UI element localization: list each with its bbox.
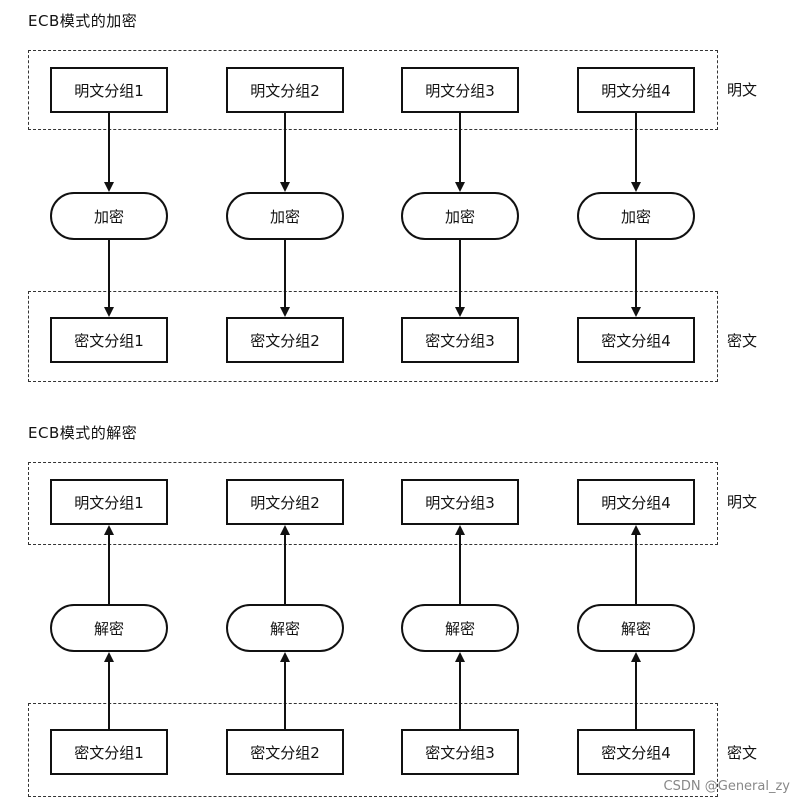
decrypt-ciphertext-block-3: 密文分组3 bbox=[401, 729, 519, 775]
decrypt-op-1: 解密 bbox=[50, 604, 168, 652]
decrypt-ciphertext-block-4: 密文分组4 bbox=[577, 729, 695, 775]
decrypt-plaintext-label: 明文 bbox=[727, 493, 758, 511]
encrypt-op-1: 加密 bbox=[50, 192, 168, 240]
encrypt-ciphertext-frame bbox=[28, 291, 718, 382]
decrypt-ciphertext-label: 密文 bbox=[727, 744, 758, 762]
encrypt-op-2: 加密 bbox=[226, 192, 344, 240]
encrypt-plaintext-block-2: 明文分组2 bbox=[226, 67, 344, 113]
encrypt-op-3: 加密 bbox=[401, 192, 519, 240]
decrypt-plaintext-block-4: 明文分组4 bbox=[577, 479, 695, 525]
decrypt-op-3: 解密 bbox=[401, 604, 519, 652]
decrypt-plaintext-block-3: 明文分组3 bbox=[401, 479, 519, 525]
encrypt-plaintext-frame bbox=[28, 50, 718, 130]
encrypt-title: ECB模式的加密 bbox=[28, 12, 138, 30]
decrypt-title: ECB模式的解密 bbox=[28, 424, 138, 442]
decrypt-ciphertext-frame bbox=[28, 703, 718, 797]
decrypt-plaintext-frame bbox=[28, 462, 718, 545]
encrypt-plaintext-label: 明文 bbox=[727, 81, 758, 99]
encrypt-ciphertext-label: 密文 bbox=[727, 332, 758, 350]
decrypt-ciphertext-block-1: 密文分组1 bbox=[50, 729, 168, 775]
decrypt-op-4: 解密 bbox=[577, 604, 695, 652]
encrypt-op-4: 加密 bbox=[577, 192, 695, 240]
encrypt-plaintext-block-1: 明文分组1 bbox=[50, 67, 168, 113]
encrypt-ciphertext-block-1: 密文分组1 bbox=[50, 317, 168, 363]
decrypt-plaintext-block-1: 明文分组1 bbox=[50, 479, 168, 525]
decrypt-ciphertext-block-2: 密文分组2 bbox=[226, 729, 344, 775]
watermark: CSDN @General_zy bbox=[663, 779, 790, 794]
encrypt-plaintext-block-4: 明文分组4 bbox=[577, 67, 695, 113]
encrypt-ciphertext-block-3: 密文分组3 bbox=[401, 317, 519, 363]
encrypt-ciphertext-block-2: 密文分组2 bbox=[226, 317, 344, 363]
decrypt-plaintext-block-2: 明文分组2 bbox=[226, 479, 344, 525]
encrypt-plaintext-block-3: 明文分组3 bbox=[401, 67, 519, 113]
encrypt-ciphertext-block-4: 密文分组4 bbox=[577, 317, 695, 363]
decrypt-op-2: 解密 bbox=[226, 604, 344, 652]
